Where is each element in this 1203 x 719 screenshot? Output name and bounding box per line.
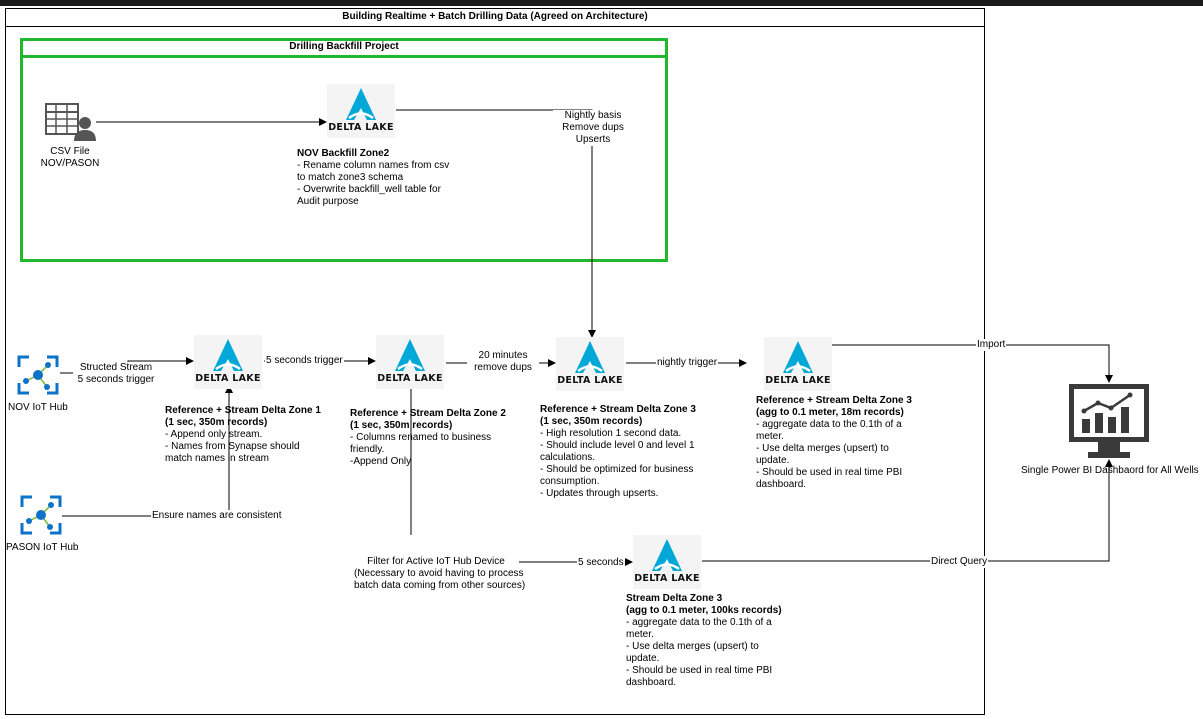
architecture-frame bbox=[5, 8, 985, 715]
pason-iot-hub-label: PASON IoT Hub bbox=[6, 542, 79, 553]
delta-lake-text: DELTA LAKE bbox=[195, 373, 261, 384]
zone1-line: - Names from Synapse should bbox=[165, 441, 300, 452]
delta-lake-zone2-icon: DELTA LAKE bbox=[376, 335, 444, 389]
stream-zone3-line: dashboard. bbox=[626, 677, 677, 688]
zone2-line: - Columns renamed to business bbox=[350, 432, 492, 443]
direct-query-label: Direct Query bbox=[930, 556, 989, 568]
edge-agg-to-dashboard bbox=[832, 344, 1113, 383]
csv-file-label: CSV File NOV/PASON bbox=[30, 146, 110, 170]
backfill-zone2-line: to match zone3 schema bbox=[297, 172, 404, 183]
pason-iot-hub-icon bbox=[20, 495, 62, 535]
filter-line: Filter for Active IoT Hub Device bbox=[367, 556, 505, 567]
delta-lake-stream-zone3-icon: DELTA LAKE bbox=[633, 535, 701, 589]
zone3-title: Reference + Stream Delta Zone 3 bbox=[540, 404, 696, 415]
structured-stream-line: Structed Stream bbox=[79, 362, 153, 373]
zone2-subtitle: (1 sec, 350m records) bbox=[350, 420, 453, 431]
zone3-agg-line: update. bbox=[756, 455, 790, 466]
backfill-container bbox=[20, 38, 668, 262]
structured-stream-label: Structed Stream 5 seconds trigger bbox=[73, 362, 159, 386]
filter-line: batch data coming from other sources) bbox=[354, 580, 526, 591]
csv-label-line1: CSV File bbox=[50, 146, 90, 157]
dashboard-monitor-icon bbox=[1068, 383, 1150, 461]
zone3-agg-description: Reference + Stream Delta Zone 3 (agg to … bbox=[756, 395, 912, 491]
twenty-min-line: 20 minutes bbox=[478, 350, 528, 361]
zone3-line: - Should be optimized for business bbox=[540, 464, 694, 475]
delta-lake-zone3-agg-icon: DELTA LAKE bbox=[764, 337, 832, 391]
zone3-description: Reference + Stream Delta Zone 3 (1 sec, … bbox=[540, 404, 696, 500]
zone1-subtitle: (1 sec, 350m records) bbox=[165, 417, 268, 428]
delta-lake-text: DELTA LAKE bbox=[634, 573, 700, 584]
stream-zone3-subtitle: (agg to 0.1 meter, 100ks records) bbox=[626, 605, 782, 616]
backfill-zone2-line: - Overwrite backfill_well table for bbox=[297, 184, 441, 195]
diagram-title: Building Realtime + Batch Drilling Data … bbox=[5, 8, 985, 27]
zone2-title: Reference + Stream Delta Zone 2 bbox=[350, 408, 506, 419]
zone1-line: - Append only stream. bbox=[165, 429, 263, 440]
zone2-line: friendly. bbox=[350, 444, 385, 455]
zone3-agg-line: meter. bbox=[756, 431, 784, 442]
twenty-minutes-label: 20 minutes remove dups bbox=[467, 350, 539, 374]
zone3-line: - Updates through upserts. bbox=[540, 488, 659, 499]
delta-lake-zone3-icon: DELTA LAKE bbox=[556, 337, 624, 391]
zone2-line: -Append Only bbox=[350, 456, 412, 467]
zone1-line: match names in stream bbox=[165, 453, 269, 464]
backfill-zone2-description: NOV Backfill Zone2 - Rename column names… bbox=[297, 148, 449, 208]
stream-zone3-line: - aggregate data to the 0.1th of a bbox=[626, 617, 772, 628]
nightly-trigger-label: nightly trigger bbox=[656, 357, 719, 369]
zone3-agg-line: dashboard. bbox=[756, 479, 807, 490]
ensure-names-label: Ensure names are consistent bbox=[151, 510, 283, 522]
stream-zone3-description: Stream Delta Zone 3 (agg to 0.1 meter, 1… bbox=[626, 593, 782, 689]
stream-zone3-line: - Use delta merges (upsert) to bbox=[626, 641, 759, 652]
zone3-agg-line: - Should be used in real time PBI bbox=[756, 467, 903, 478]
zone3-subtitle: (1 sec, 350m records) bbox=[540, 416, 643, 427]
zone1-title: Reference + Stream Delta Zone 1 bbox=[165, 405, 321, 416]
nov-iot-hub-icon bbox=[17, 355, 59, 395]
stream-zone3-line: update. bbox=[626, 653, 660, 664]
stream-zone3-line: meter. bbox=[626, 629, 654, 640]
delta-lake-text: DELTA LAKE bbox=[328, 122, 394, 133]
zone3-agg-subtitle: (agg to 0.1 meter, 18m records) bbox=[756, 407, 904, 418]
twenty-min-line: remove dups bbox=[474, 362, 532, 373]
delta-lake-zone1-icon: DELTA LAKE bbox=[194, 335, 262, 389]
backfill-zone2-title: NOV Backfill Zone2 bbox=[297, 148, 390, 159]
zone3-agg-title: Reference + Stream Delta Zone 3 bbox=[756, 395, 912, 406]
nov-iot-hub-label: NOV IoT Hub bbox=[8, 402, 68, 413]
backfill-zone2-line: Audit purpose bbox=[297, 196, 359, 207]
backfill-zone2-line: - Rename column names from csv bbox=[297, 160, 450, 171]
zone3-line: calculations. bbox=[540, 452, 596, 463]
import-label: Import bbox=[976, 339, 1007, 351]
filter-line: (Necessary to avoid having to process bbox=[354, 568, 524, 579]
delta-lake-text: DELTA LAKE bbox=[377, 373, 443, 384]
filter-label: Filter for Active IoT Hub Device (Necess… bbox=[353, 556, 526, 592]
zone3-agg-line: - aggregate data to the 0.1th of a bbox=[756, 419, 902, 430]
nightly-line: Remove dups bbox=[562, 122, 624, 133]
top-bar bbox=[0, 0, 1203, 6]
backfill-title: Drilling Backfill Project bbox=[20, 38, 668, 58]
zone1-description: Reference + Stream Delta Zone 1 (1 sec, … bbox=[165, 405, 321, 465]
five-seconds-label: 5 seconds bbox=[577, 557, 625, 569]
zone3-line: consumption. bbox=[540, 476, 600, 487]
zone3-line: - Should include level 0 and level 1 bbox=[540, 440, 695, 451]
csv-file-icon bbox=[45, 103, 97, 143]
stream-zone3-line: - Should be used in real time PBI bbox=[626, 665, 773, 676]
five-sec-trigger-label: 5 seconds trigger bbox=[265, 355, 344, 367]
zone3-line: - High resolution 1 second data. bbox=[540, 428, 682, 439]
zone2-description: Reference + Stream Delta Zone 2 (1 sec, … bbox=[350, 408, 506, 468]
delta-lake-backfill-zone2-icon: DELTA LAKE bbox=[327, 84, 395, 138]
nightly-label: Nightly basis Remove dups Upserts bbox=[553, 110, 633, 146]
delta-lake-text: DELTA LAKE bbox=[765, 375, 831, 386]
delta-lake-text: DELTA LAKE bbox=[557, 375, 623, 386]
edge-stream3-to-dashboard bbox=[702, 459, 1113, 562]
nightly-line: Nightly basis bbox=[564, 110, 622, 121]
zone3-agg-line: - Use delta merges (upsert) to bbox=[756, 443, 889, 454]
structured-stream-line: 5 seconds trigger bbox=[77, 374, 155, 385]
csv-label-line2: NOV/PASON bbox=[40, 158, 100, 169]
nightly-line: Upserts bbox=[575, 134, 611, 145]
stream-zone3-title: Stream Delta Zone 3 bbox=[626, 593, 723, 604]
dashboard-label: Single Power BI Dashbaord for All Wells bbox=[1021, 465, 1199, 476]
